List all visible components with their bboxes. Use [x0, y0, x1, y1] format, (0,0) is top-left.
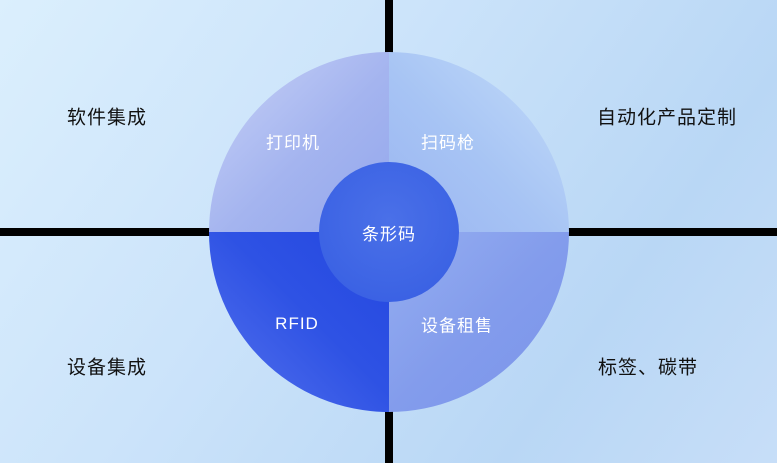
corner-label-automation-customization: 自动化产品定制 — [596, 107, 738, 129]
corner-label-labels-ribbons: 标签、碳带 — [597, 357, 699, 379]
center-label: 条形码 — [362, 224, 416, 244]
corner-label-software-integration: 软件集成 — [66, 107, 148, 129]
corner-label-device-integration: 设备集成 — [66, 357, 148, 379]
circle-label-rental: 设备租售 — [421, 316, 493, 336]
center-circle: 条形码 — [319, 162, 459, 302]
circle-label-scanner: 扫码枪 — [421, 133, 475, 153]
circle-label-rfid: RFID — [275, 314, 319, 333]
circle-label-printer: 打印机 — [266, 133, 320, 153]
